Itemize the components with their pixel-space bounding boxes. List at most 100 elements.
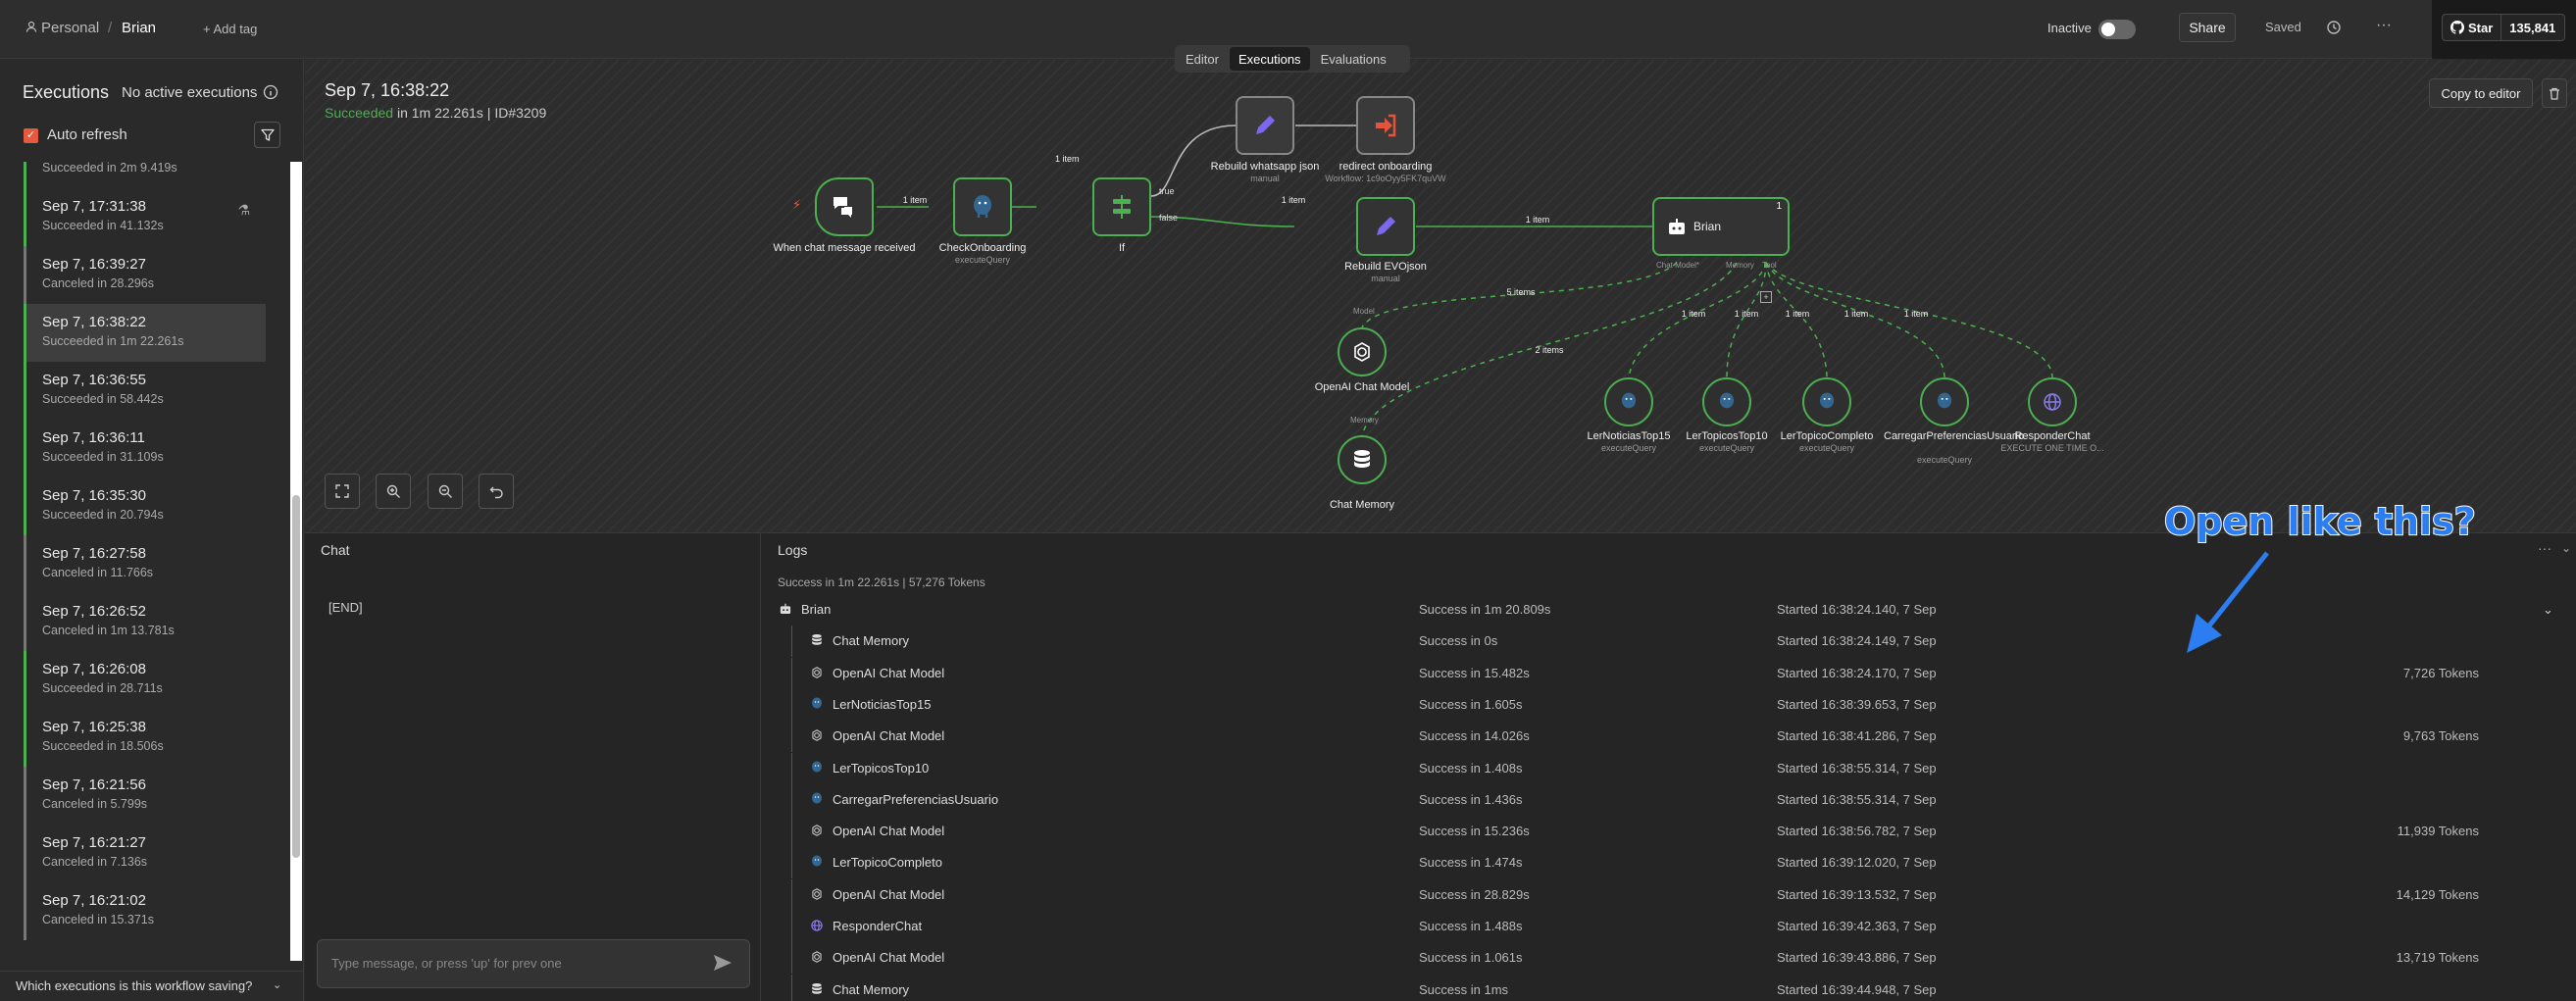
node-rebuild-evo[interactable] (1356, 197, 1415, 256)
log-node-name: OpenAI Chat Model (833, 728, 945, 744)
breadcrumb-project[interactable]: Personal (41, 20, 100, 36)
delete-execution-button[interactable] (2542, 78, 2567, 108)
node-tool-ler-topico-completo[interactable] (1802, 377, 1851, 426)
log-node-name: OpenAI Chat Model (833, 665, 945, 680)
node-tool-ler-topicos[interactable] (1702, 377, 1751, 426)
node-tool-responder-chat[interactable] (2028, 377, 2077, 426)
node-tool-ler-noticias[interactable] (1604, 377, 1653, 426)
chat-message: [END] (328, 600, 363, 615)
saving-question[interactable]: Which executions is this workflow saving… (16, 978, 253, 993)
fit-view-button[interactable] (325, 474, 360, 509)
tree-line (791, 783, 792, 816)
zoom-out-button[interactable] (428, 474, 463, 509)
logs-more-icon[interactable]: ··· (2538, 540, 2551, 556)
node-brian-agent[interactable]: Brian 1 (1652, 197, 1790, 256)
execution-time: Sep 7, 17:31:38 (42, 198, 146, 215)
tab-evaluations[interactable]: Evaluations (1320, 51, 1387, 67)
execution-list-item[interactable]: Sep 7, 17:34:47Succeeded in 2m 9.419s⚗ (24, 162, 266, 188)
tab-executions[interactable]: Executions (1229, 47, 1310, 71)
node-rebuild-whatsapp[interactable] (1236, 96, 1294, 155)
zoom-out-icon (438, 484, 452, 498)
github-star-label: Star (2468, 20, 2494, 35)
zoom-in-button[interactable] (376, 474, 411, 509)
node-chat-trigger[interactable] (815, 177, 874, 236)
execution-time: Sep 7, 16:21:02 (42, 892, 146, 909)
port-label: Memory (1726, 261, 1754, 270)
add-tool-icon[interactable]: + (1760, 291, 1772, 303)
github-icon (2450, 21, 2464, 34)
sidebar-footer[interactable]: Which executions is this workflow saving… (0, 971, 304, 1001)
trash-icon (2550, 87, 2559, 100)
port-label: Tool (1762, 261, 1777, 270)
node-label: CarregarPreferenciasUsuario (1884, 430, 2025, 442)
info-icon[interactable] (263, 84, 278, 105)
send-icon[interactable] (713, 954, 732, 976)
workflow-canvas[interactable]: 1 item 1 item 1 item 5 items 2 items 1 i… (305, 60, 2576, 532)
pencil-icon (1256, 116, 1275, 134)
log-status: Success in 1.474s (1419, 855, 1523, 871)
log-status: Success in 15.236s (1419, 824, 1530, 839)
node-check-onboarding[interactable] (953, 177, 1012, 236)
node-if[interactable] (1092, 177, 1151, 236)
more-options-icon[interactable]: ··· (2376, 17, 2392, 33)
sidebar-scroll-thumb[interactable] (292, 495, 300, 858)
node-openai-chat-model[interactable] (1338, 327, 1387, 376)
chat-input[interactable] (317, 939, 750, 988)
active-toggle[interactable] (2098, 20, 2136, 39)
database-icon (1354, 450, 1370, 468)
add-tag-button[interactable]: + Add tag (203, 22, 258, 36)
workflow-name[interactable]: Brian (122, 20, 157, 36)
log-tokens: 11,939 Tokens (2397, 824, 2479, 839)
reset-zoom-button[interactable] (479, 474, 514, 509)
node-tool-carregar-preferencias[interactable] (1920, 377, 1969, 426)
node-sub: executeQuery (1698, 443, 1755, 453)
github-star-count: 135,841 (2509, 20, 2556, 35)
tree-line (791, 752, 792, 784)
edge-tool-1 (1628, 262, 1767, 378)
history-icon[interactable] (2326, 20, 2342, 40)
github-star-button[interactable]: Star 135,841 (2442, 14, 2565, 41)
tab-editor[interactable]: Editor (1186, 51, 1219, 67)
flask-icon[interactable]: ⚗ (237, 202, 250, 218)
copy-to-editor-button[interactable]: Copy to editor (2429, 78, 2533, 108)
node-redirect-onboarding[interactable] (1356, 96, 1415, 155)
chevron-down-icon[interactable]: ⌄ (273, 979, 282, 991)
log-row-collapse-icon[interactable]: ⌄ (2543, 602, 2553, 617)
filter-button[interactable] (254, 122, 280, 148)
auto-refresh-checkbox[interactable]: ✓ (24, 128, 38, 143)
node-chat-memory[interactable] (1338, 435, 1387, 484)
share-button[interactable]: Share (2179, 13, 2236, 42)
edge-memory (1361, 262, 1738, 436)
lightning-icon: ⚡ (792, 197, 802, 212)
execution-result: Succeeded in 2m 9.419s (42, 162, 177, 175)
if-icon (1113, 195, 1131, 219)
log-status: Success in 1.605s (1419, 696, 1523, 712)
collapse-panel-icon[interactable]: ⌄ (2561, 541, 2572, 555)
